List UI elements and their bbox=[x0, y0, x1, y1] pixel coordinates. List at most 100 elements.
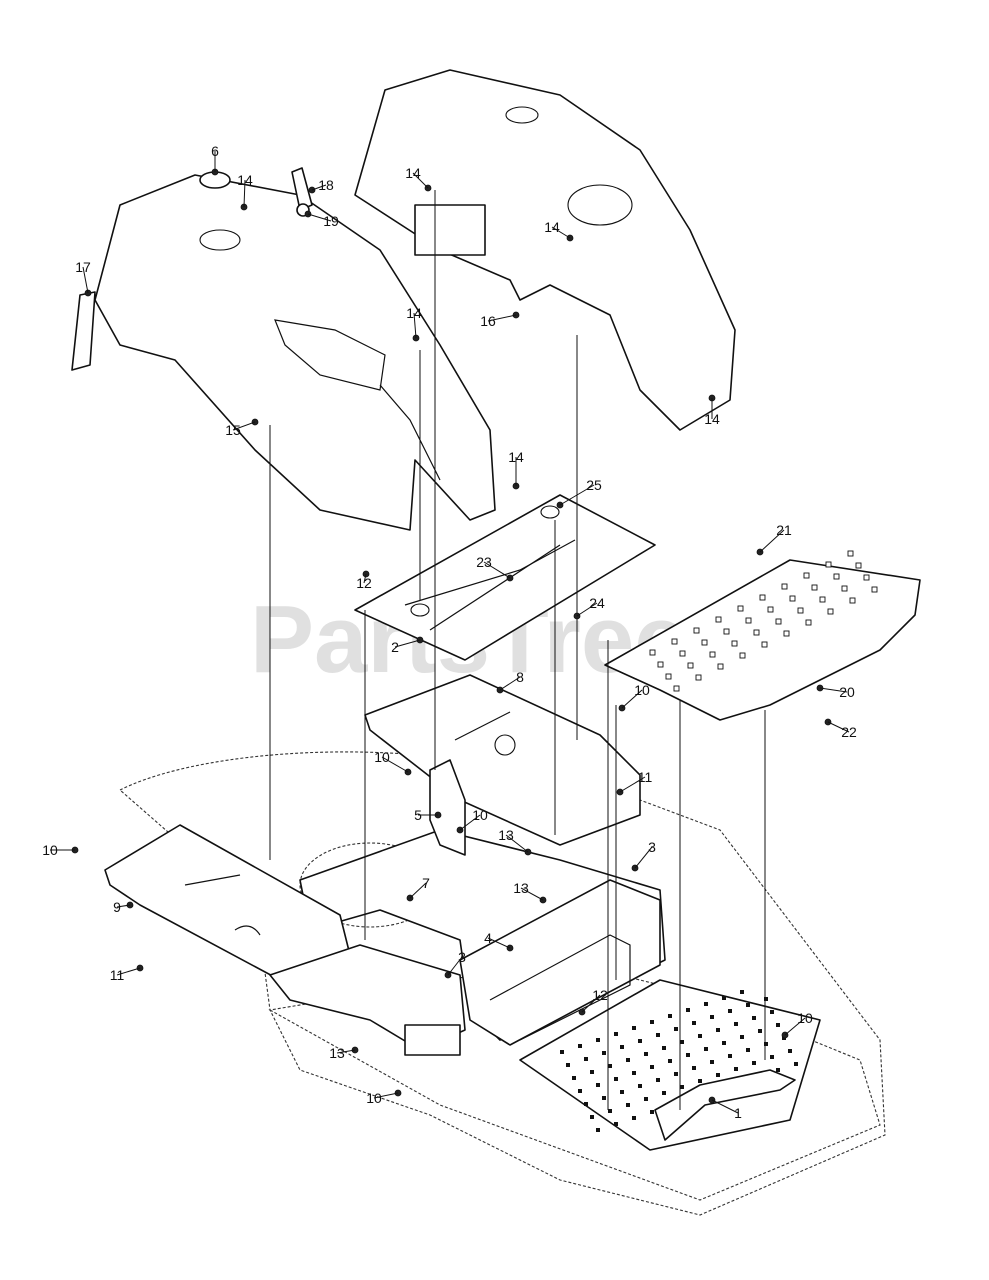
perforation-hole bbox=[596, 1083, 600, 1087]
cover-slot bbox=[731, 640, 738, 647]
callout-leader bbox=[311, 184, 327, 191]
callout-label-10: 10 bbox=[472, 807, 488, 823]
callout-leader bbox=[487, 937, 511, 949]
cover-slot bbox=[709, 651, 716, 658]
perforation-hole bbox=[662, 1091, 666, 1095]
perforation-hole bbox=[578, 1089, 582, 1093]
callout-label-1: 1 bbox=[734, 1105, 742, 1121]
perforation-hole bbox=[746, 1048, 750, 1052]
callout-label-14: 14 bbox=[544, 219, 560, 235]
callout-leader bbox=[551, 226, 571, 239]
cover-slot bbox=[847, 550, 854, 557]
callout-leader bbox=[394, 639, 421, 648]
callout-label-10: 10 bbox=[797, 1010, 813, 1026]
part-2-seat-plate bbox=[354, 494, 656, 661]
callout-label-10: 10 bbox=[634, 682, 650, 698]
perforation-hole bbox=[680, 1085, 684, 1089]
part-1-step-bracket bbox=[654, 1069, 796, 1141]
perforation-hole bbox=[752, 1061, 756, 1065]
cover-slot bbox=[745, 617, 752, 624]
perforation-hole bbox=[608, 1109, 612, 1113]
cover-slot bbox=[841, 585, 848, 592]
callout-label-11: 11 bbox=[638, 769, 653, 785]
cover-slot bbox=[673, 685, 680, 692]
part-17-side-pad bbox=[71, 291, 96, 371]
cover-slot bbox=[693, 627, 700, 634]
perforation-hole bbox=[686, 1053, 690, 1057]
callout-leader bbox=[483, 561, 511, 579]
perforation-hole bbox=[650, 1110, 654, 1114]
cover-slot bbox=[665, 673, 672, 680]
callout-label-13: 13 bbox=[329, 1045, 345, 1061]
perforation-hole bbox=[704, 1047, 708, 1051]
cover-slot bbox=[855, 562, 862, 569]
callout-leader bbox=[520, 887, 544, 901]
callout-leader bbox=[412, 172, 429, 189]
perforation-hole bbox=[746, 1003, 750, 1007]
cover-slot bbox=[849, 597, 856, 604]
callout-label-6: 6 bbox=[211, 143, 219, 159]
perforation-hole bbox=[638, 1084, 642, 1088]
cover-slot bbox=[775, 618, 782, 625]
callout-label-2: 2 bbox=[391, 639, 399, 655]
cover-slot bbox=[717, 663, 724, 670]
perforation-hole bbox=[722, 996, 726, 1000]
foot-plate-perforated bbox=[519, 979, 821, 1151]
assembly-guide-lines bbox=[269, 190, 766, 1110]
perforation-hole bbox=[614, 1077, 618, 1081]
part-18-latch-clip bbox=[291, 167, 313, 211]
callout-label-14: 14 bbox=[405, 165, 421, 181]
cover-slot bbox=[695, 674, 702, 681]
cover-slot bbox=[761, 641, 768, 648]
perforation-hole bbox=[602, 1096, 606, 1100]
callout-leader bbox=[499, 676, 521, 691]
perforation-hole bbox=[590, 1070, 594, 1074]
cover-slot bbox=[789, 595, 796, 602]
cover-slot bbox=[671, 638, 678, 645]
cover-slot bbox=[687, 662, 694, 669]
cover-slot bbox=[767, 606, 774, 613]
callout-label-14: 14 bbox=[704, 411, 720, 427]
callout-leader bbox=[827, 721, 850, 733]
cover-slot bbox=[803, 572, 810, 579]
perforation-hole bbox=[692, 1066, 696, 1070]
part-5-support-bracket bbox=[429, 759, 466, 856]
perforation-hole bbox=[788, 1049, 792, 1053]
cover-slot bbox=[811, 584, 818, 591]
callout-label-10: 10 bbox=[42, 842, 58, 858]
cover-slot bbox=[723, 628, 730, 635]
perforation-hole bbox=[728, 1054, 732, 1058]
callout-leader bbox=[784, 1017, 806, 1036]
perforation-hole bbox=[632, 1026, 636, 1030]
callout-label-13: 13 bbox=[498, 827, 514, 843]
callout-leader bbox=[409, 882, 427, 899]
callout-label-25: 25 bbox=[586, 477, 602, 493]
callout-leader bbox=[619, 776, 646, 793]
cover-slot bbox=[701, 639, 708, 646]
perforation-hole bbox=[614, 1032, 618, 1036]
perforation-hole bbox=[584, 1057, 588, 1061]
cover-slot bbox=[871, 586, 878, 593]
perforation-hole bbox=[644, 1052, 648, 1056]
callout-label-17: 17 bbox=[75, 259, 91, 275]
cover-slot bbox=[781, 583, 788, 590]
callout-leader bbox=[505, 834, 529, 853]
callout-label-18: 18 bbox=[318, 177, 334, 193]
perforation-hole bbox=[632, 1071, 636, 1075]
part-20-footrest-cover bbox=[604, 559, 921, 721]
cover-slot bbox=[649, 649, 656, 656]
callout-leader bbox=[621, 689, 643, 709]
perforation-hole bbox=[764, 997, 768, 1001]
callout-leader bbox=[447, 956, 463, 976]
perforation-hole bbox=[728, 1009, 732, 1013]
perforation-hole bbox=[704, 1002, 708, 1006]
callout-label-16: 16 bbox=[480, 313, 496, 329]
callout-label-3: 3 bbox=[458, 949, 466, 965]
callout-leader bbox=[634, 846, 653, 869]
callout-label-23: 23 bbox=[476, 554, 492, 570]
perforation-hole bbox=[764, 1042, 768, 1046]
callout-leader bbox=[82, 266, 89, 294]
perforation-hole bbox=[560, 1050, 564, 1054]
